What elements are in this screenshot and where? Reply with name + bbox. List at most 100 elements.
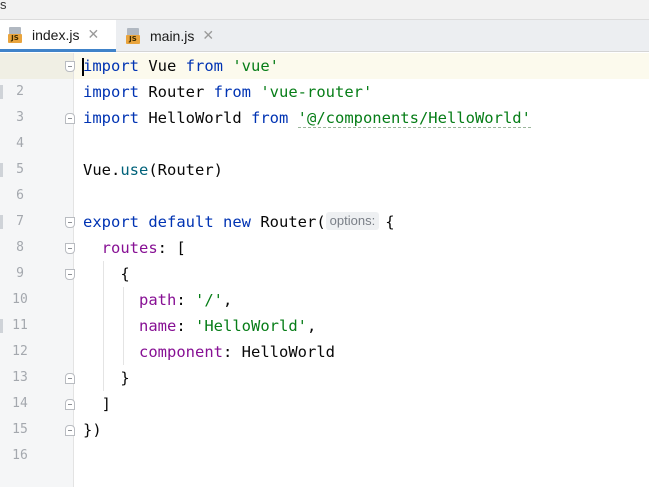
line-number: 13	[12, 370, 28, 385]
tab-index-js[interactable]: JS index.js ✕	[0, 20, 116, 52]
code-token	[83, 317, 139, 335]
code-token: use	[120, 161, 149, 179]
line-number: 15	[12, 422, 28, 437]
code-line: import Vue from 'vue'	[83, 53, 531, 79]
code-token: ,	[306, 317, 317, 335]
code-line: name: 'HelloWorld',	[83, 313, 531, 339]
line-number: 5	[16, 162, 24, 177]
fold-collapse-icon[interactable]	[65, 399, 75, 410]
code-line: ​	[83, 443, 531, 469]
code-token: export	[83, 213, 139, 231]
code-token	[139, 213, 148, 231]
text-caret	[82, 58, 84, 76]
code-token: 'HelloWorld'	[195, 317, 307, 335]
code-line: }	[83, 365, 531, 391]
code-line: ​	[83, 131, 531, 157]
tab-main-js[interactable]: JS main.js ✕	[118, 20, 228, 51]
code-line: export default new Router(options:{	[83, 209, 531, 235]
code-line: })	[83, 417, 531, 443]
gutter-marker	[0, 163, 3, 177]
gutter-marker	[0, 215, 3, 229]
window-title-bar: s	[0, 0, 649, 20]
editor-tab-bar: JS index.js ✕ JS main.js ✕	[0, 20, 649, 52]
line-number: 12	[12, 344, 28, 359]
code-token: }	[83, 369, 130, 387]
code-token	[83, 343, 139, 361]
code-token	[83, 291, 139, 309]
code-token	[83, 239, 102, 257]
code-token	[214, 213, 223, 231]
code-token	[288, 109, 297, 127]
code-token: name	[139, 317, 177, 335]
code-line: import Router from 'vue-router'	[83, 79, 531, 105]
line-number: 10	[12, 292, 28, 307]
current-line-highlight	[73, 53, 649, 79]
code-token: path	[139, 291, 177, 309]
code-token	[223, 57, 232, 75]
code-token: new	[223, 213, 252, 231]
code-token: : [	[157, 239, 186, 257]
code-token: '@/components/HelloWorld'	[297, 109, 531, 128]
code-token: ]	[83, 395, 111, 413]
code-token: routes	[101, 239, 158, 257]
fold-collapse-icon[interactable]	[65, 113, 75, 124]
code-line: path: '/',	[83, 287, 531, 313]
code-token	[251, 83, 260, 101]
line-number: 14	[12, 396, 28, 411]
close-icon[interactable]: ✕	[87, 26, 100, 43]
window-breadcrumb: s	[0, 0, 7, 12]
line-number: 16	[12, 448, 28, 463]
line-number-gutter[interactable]: 12345678910111213141516	[0, 53, 74, 487]
indent-guide	[103, 261, 104, 391]
js-file-icon: JS	[126, 27, 142, 44]
fold-collapse-icon[interactable]	[65, 425, 75, 436]
fold-expand-icon[interactable]	[65, 269, 75, 280]
code-line: routes: [	[83, 235, 531, 261]
code-editor[interactable]: import Vue from 'vue'import Router from …	[83, 53, 531, 469]
fold-expand-icon[interactable]	[65, 217, 75, 228]
line-number: 4	[16, 136, 24, 151]
code-token: ,	[223, 291, 233, 309]
fold-expand-icon[interactable]	[65, 243, 75, 254]
line-number: 3	[16, 110, 24, 125]
js-file-icon: JS	[8, 26, 24, 43]
code-token: from	[213, 83, 251, 101]
fold-expand-icon[interactable]	[65, 61, 75, 72]
line-number: 2	[16, 84, 24, 99]
code-token: component	[139, 343, 223, 361]
code-token: 'vue-router'	[260, 83, 373, 101]
code-line: component: HelloWorld	[83, 339, 531, 365]
code-line: {	[83, 261, 531, 287]
code-line: ​	[83, 183, 531, 209]
tab-label: main.js	[150, 27, 195, 44]
line-number: 7	[16, 214, 24, 229]
code-token: from	[250, 109, 289, 127]
line-number: 9	[16, 266, 24, 281]
code-token: import	[83, 83, 139, 101]
line-number: 8	[16, 240, 24, 255]
code-token: :	[176, 291, 195, 309]
parameter-hint: options:	[325, 212, 380, 230]
code-token: :	[176, 317, 195, 335]
code-token: {	[385, 213, 395, 231]
code-token: '/'	[195, 291, 223, 309]
code-token: default	[148, 213, 214, 231]
tab-label: index.js	[32, 26, 80, 43]
close-icon[interactable]: ✕	[202, 27, 215, 44]
current-line-gutter	[0, 53, 73, 79]
code-token: from	[185, 57, 223, 75]
code-token: import	[83, 57, 139, 75]
gutter-marker	[0, 85, 3, 99]
gutter-marker	[0, 319, 3, 333]
code-token: Vue	[139, 57, 186, 75]
code-token: import	[83, 109, 139, 127]
code-line: import HelloWorld from '@/components/Hel…	[83, 105, 531, 131]
code-line: Vue.use(Router)	[83, 157, 531, 183]
code-token: {	[83, 265, 130, 283]
indent-guide	[123, 287, 124, 365]
line-number: 11	[12, 318, 28, 333]
code-token: (Router)	[148, 161, 223, 179]
code-token: 'vue'	[232, 57, 280, 75]
fold-collapse-icon[interactable]	[65, 373, 75, 384]
code-token: HelloWorld	[139, 109, 251, 127]
